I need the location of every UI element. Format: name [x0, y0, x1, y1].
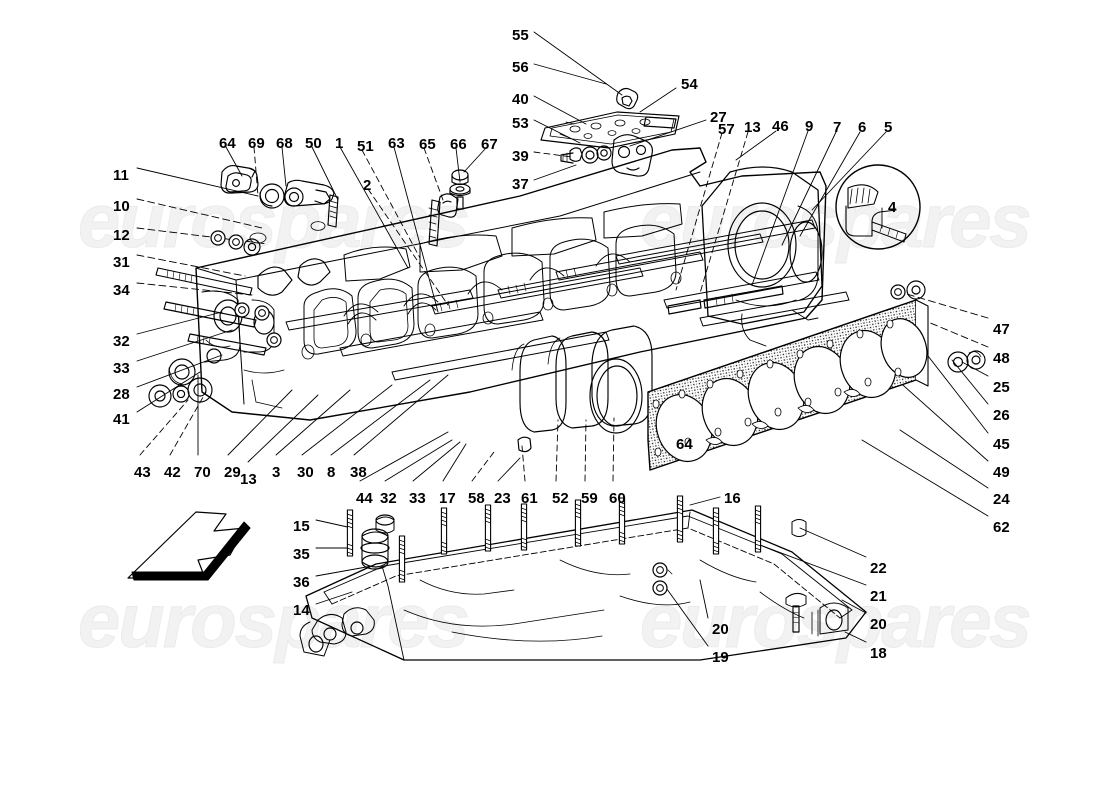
callout-number-63[interactable]: 63: [388, 135, 405, 152]
front-of-engine-arrow: [127, 511, 251, 581]
callout-number-11[interactable]: 11: [113, 167, 129, 184]
callout-number-41[interactable]: 41: [113, 411, 130, 428]
leader-lines-right: [315, 291, 989, 647]
callout-number-61[interactable]: 61: [521, 490, 538, 507]
callout-number-8[interactable]: 8: [327, 464, 336, 481]
callout-number-34[interactable]: 34: [113, 282, 130, 299]
callout-number-32[interactable]: 32: [380, 490, 397, 507]
callout-number-46[interactable]: 46: [772, 118, 789, 135]
callout-number-39[interactable]: 39: [512, 148, 529, 165]
callout-number-54[interactable]: 54: [681, 76, 698, 93]
callout-number-31[interactable]: 31: [113, 254, 130, 271]
callout-number-2[interactable]: 2: [363, 177, 372, 194]
left-hardware-group: [148, 230, 282, 408]
watermark-text: eurospares: [78, 579, 471, 665]
callout-number-30[interactable]: 30: [297, 464, 314, 481]
callout-number-26[interactable]: 26: [993, 407, 1010, 424]
callout-number-20[interactable]: 20: [870, 616, 887, 633]
callout-number-56[interactable]: 56: [512, 59, 529, 76]
callout-number-38[interactable]: 38: [350, 464, 367, 481]
callout-number-12[interactable]: 12: [113, 227, 130, 244]
callout-number-14[interactable]: 14: [293, 602, 310, 619]
callout-number-33[interactable]: 33: [409, 490, 426, 507]
callout-number-64[interactable]: 64: [676, 436, 693, 453]
callout-number-28[interactable]: 28: [113, 386, 130, 403]
callout-number-25[interactable]: 25: [993, 379, 1010, 396]
callout-number-52[interactable]: 52: [552, 490, 569, 507]
callout-number-58[interactable]: 58: [468, 490, 485, 507]
callout-number-70[interactable]: 70: [194, 464, 211, 481]
callout-number-42[interactable]: 42: [164, 464, 181, 481]
callout-number-53[interactable]: 53: [512, 115, 529, 132]
callout-number-68[interactable]: 68: [276, 135, 293, 152]
callout-number-22[interactable]: 22: [870, 560, 887, 577]
callout-number-45[interactable]: 45: [993, 436, 1010, 453]
callout-number-66[interactable]: 66: [450, 136, 467, 153]
callout-number-23[interactable]: 23: [494, 490, 511, 507]
leader-lines-left: [136, 167, 615, 482]
callout-number-24[interactable]: 24: [993, 491, 1010, 508]
callout-number-19[interactable]: 19: [712, 649, 729, 666]
callout-number-4[interactable]: 4: [888, 199, 897, 216]
callout-number-15[interactable]: 15: [293, 518, 310, 535]
callout-number-17[interactable]: 17: [439, 490, 456, 507]
callout-number-37[interactable]: 37: [512, 176, 529, 193]
callout-number-35[interactable]: 35: [293, 546, 310, 563]
callout-number-44[interactable]: 44: [356, 490, 373, 507]
callout-number-16[interactable]: 16: [724, 490, 741, 507]
callout-number-55[interactable]: 55: [512, 27, 529, 44]
oil-pan-group: [299, 495, 867, 661]
callout-number-51[interactable]: 51: [357, 138, 374, 155]
callout-number-18[interactable]: 18: [870, 645, 887, 662]
callout-number-62[interactable]: 62: [993, 519, 1010, 536]
callout-number-27[interactable]: 27: [710, 109, 727, 126]
callout-number-67[interactable]: 67: [481, 136, 498, 153]
callout-number-6[interactable]: 6: [858, 119, 867, 136]
callout-number-1[interactable]: 1: [335, 135, 344, 152]
callout-number-48[interactable]: 48: [993, 350, 1010, 367]
callout-number-57[interactable]: 57: [718, 121, 735, 138]
callout-number-40[interactable]: 40: [512, 91, 529, 108]
callout-number-29[interactable]: 29: [224, 464, 241, 481]
callout-number-47[interactable]: 47: [993, 321, 1010, 338]
callout-number-13[interactable]: 13: [240, 471, 257, 488]
head-gasket: [647, 299, 929, 471]
callout-number-36[interactable]: 36: [293, 574, 310, 591]
callout-number-50[interactable]: 50: [305, 135, 322, 152]
callout-number-3[interactable]: 3: [272, 464, 281, 481]
callout-number-60[interactable]: 60: [609, 490, 626, 507]
cover-plate-group: [540, 87, 680, 177]
callout-number-64[interactable]: 64: [219, 135, 236, 152]
callout-number-5[interactable]: 5: [884, 119, 893, 136]
engine-block-main: [195, 147, 850, 421]
callout-number-32[interactable]: 32: [113, 333, 130, 350]
callout-number-33[interactable]: 33: [113, 360, 130, 377]
callout-number-65[interactable]: 65: [419, 136, 436, 153]
callout-number-20[interactable]: 20: [712, 621, 729, 638]
watermark-text: eurospares: [640, 579, 1033, 665]
callout-number-9[interactable]: 9: [805, 118, 814, 135]
top-small-parts: [220, 165, 471, 247]
callout-number-10[interactable]: 10: [113, 198, 130, 215]
callout-number-43[interactable]: 43: [134, 464, 151, 481]
callout-number-7[interactable]: 7: [833, 119, 842, 136]
right-hardware-group: [667, 280, 986, 373]
callout-number-59[interactable]: 59: [581, 490, 598, 507]
callout-number-49[interactable]: 49: [993, 464, 1010, 481]
callout-number-69[interactable]: 69: [248, 135, 265, 152]
callout-number-21[interactable]: 21: [870, 588, 887, 605]
detail-circle: [835, 164, 921, 250]
callout-number-13[interactable]: 13: [744, 119, 761, 136]
